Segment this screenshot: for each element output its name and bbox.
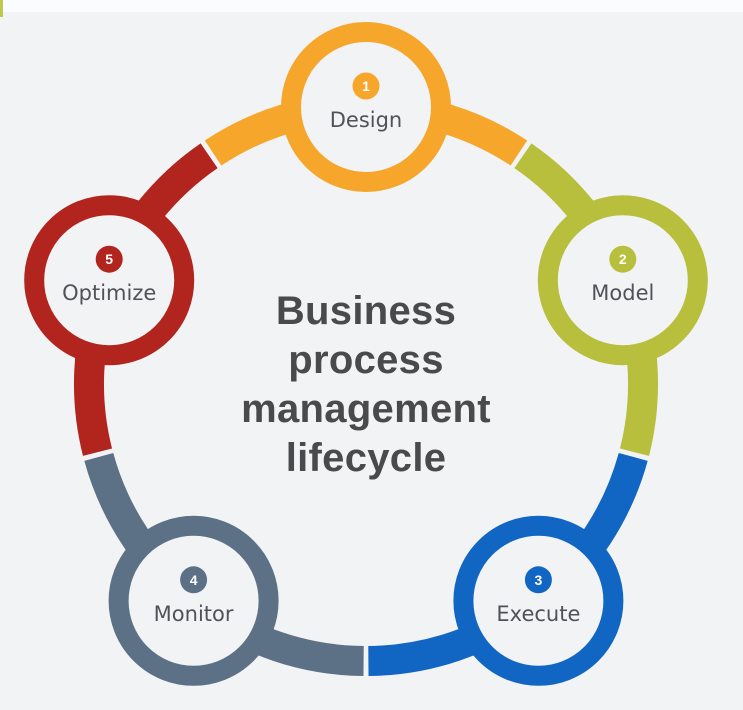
stage-number-badge-monitor [180,566,208,594]
top-edge-strip [0,0,743,12]
diagram-title: Business process management lifecycle [241,287,491,483]
stage-label-model: Model [591,281,654,305]
stage-circle-monitor [108,515,279,686]
stage-label-optimize: Optimize [62,281,156,305]
stage-label-design: Design [330,108,403,132]
stage-number-design: 1 [362,78,370,94]
title-line: Business [275,289,457,333]
stage-number-execute: 3 [535,572,543,588]
stage-label-monitor: Monitor [154,602,234,626]
stage-number-badge-optimize [95,245,123,273]
title-line: process [288,338,444,382]
stage-label-execute: Execute [496,602,580,626]
stage-number-model: 2 [619,251,627,267]
title-line: lifecycle [285,436,447,480]
stage-number-badge-model [609,245,637,273]
stage-circle-design [281,22,451,192]
stage-circle-optimize [24,195,195,366]
stage-circle-model [537,195,708,366]
stage-number-badge-design [352,72,380,100]
title-line: management [241,387,491,431]
stage-number-badge-execute [524,566,552,594]
stage-number-monitor: 4 [190,572,198,588]
stage-circle-execute [453,515,624,686]
corner-tick [0,0,3,17]
stage-number-optimize: 5 [105,251,113,267]
